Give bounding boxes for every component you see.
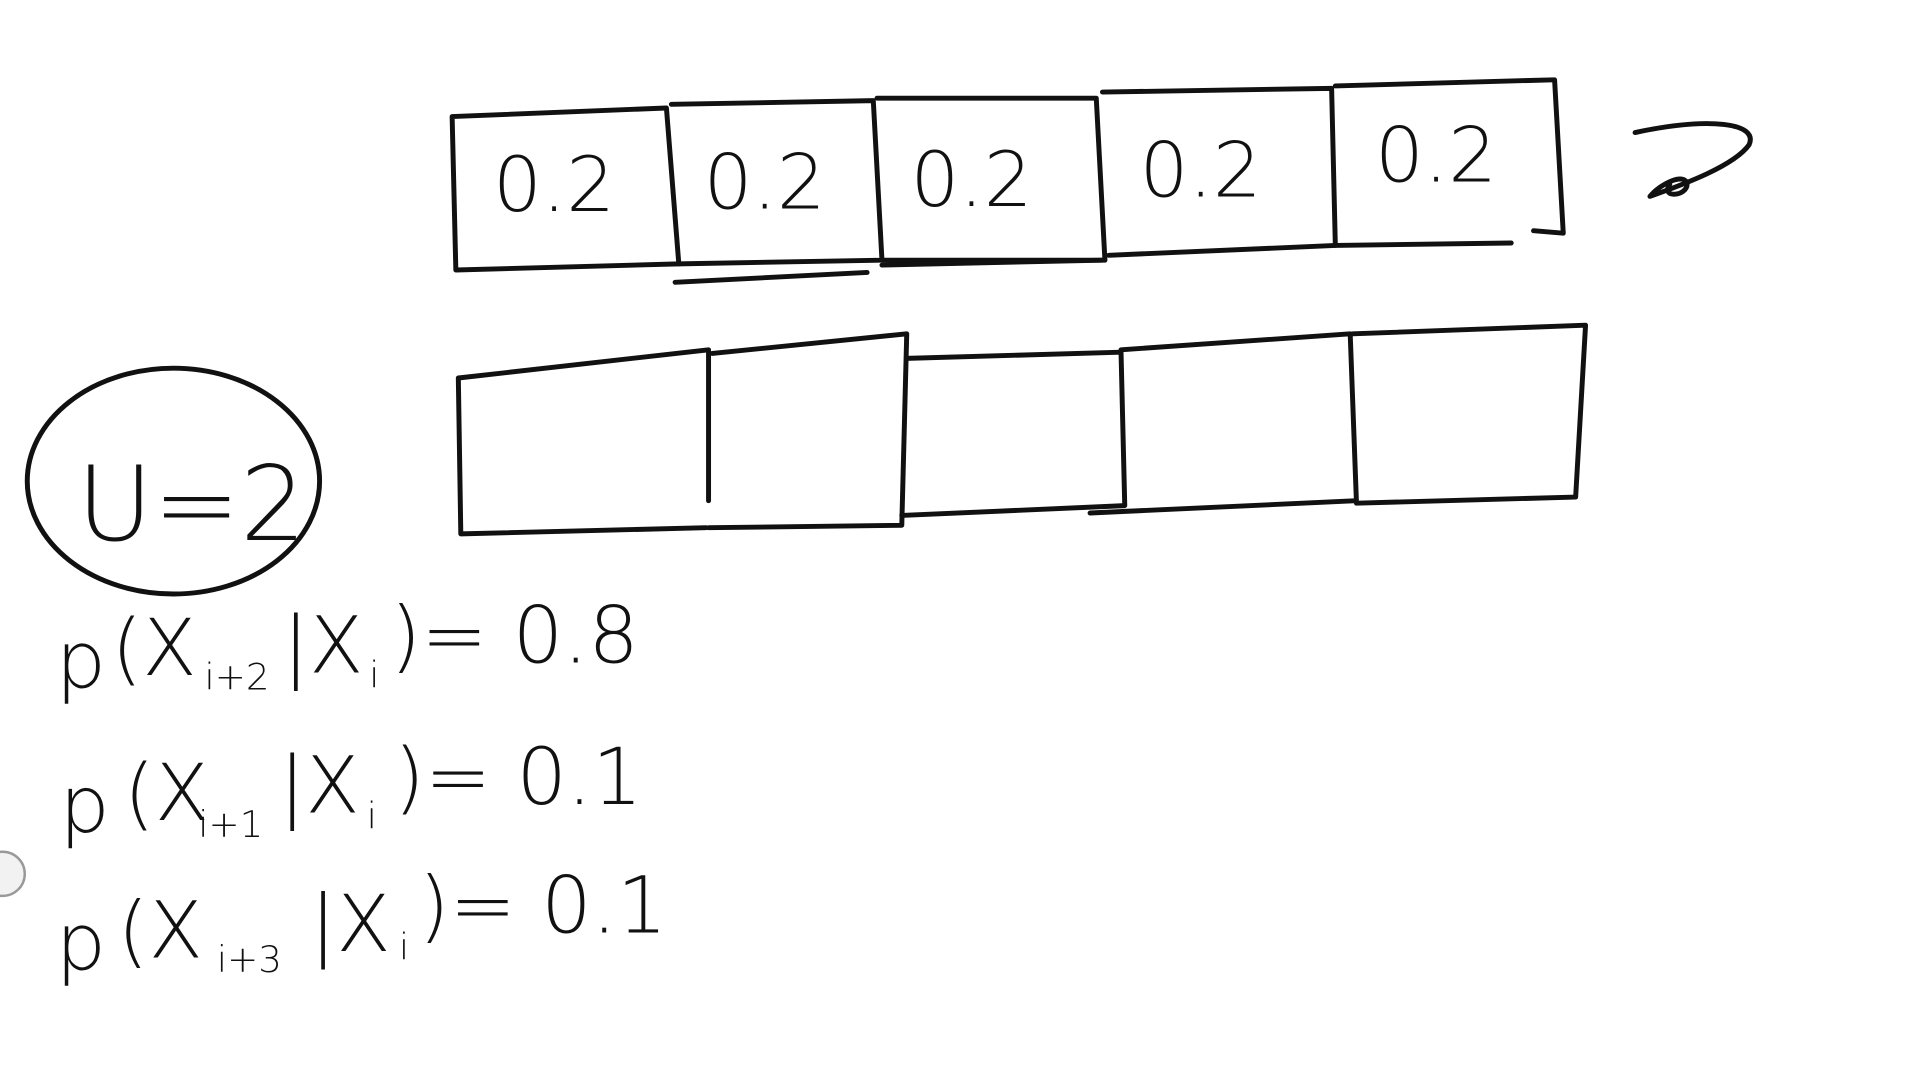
prior-underline — [672, 257, 1105, 285]
motion-label: U=2 — [77, 445, 307, 564]
prior-cell-value: 0.2 — [1375, 112, 1497, 201]
posterior-cell-box — [455, 347, 712, 537]
prior-cell-value: 0.2 — [1140, 127, 1262, 216]
prior-cell-box — [668, 98, 885, 267]
equation-subscript: i+3 — [217, 938, 282, 981]
equation-subscript: i+1 — [198, 803, 263, 846]
posterior-cell-box — [899, 349, 1128, 518]
equation-subscript: i — [367, 795, 377, 838]
pen-cursor-icon — [0, 850, 27, 898]
prior-cell-box — [1099, 85, 1338, 258]
equation-lhs: (X — [111, 602, 196, 694]
scribble-mark — [1632, 121, 1753, 199]
posterior-cell-box — [1350, 322, 1589, 506]
prior-cell-value: 0.2 — [704, 139, 826, 228]
prior-distribution-row: 0.2 0.2 0.2 0.2 0.2 — [449, 77, 1753, 285]
equation-subscript: i+2 — [204, 656, 269, 699]
prior-cell-box — [1332, 77, 1566, 248]
equation-p: p — [59, 759, 109, 851]
posterior-distribution-row — [455, 322, 1589, 537]
equation-p: p — [56, 615, 106, 707]
equation-given: |X — [282, 600, 363, 692]
equation-given: |X — [310, 878, 391, 970]
posterior-cell-box — [706, 331, 910, 531]
motion-command: U=2 — [24, 365, 323, 597]
equation-row: p (X i+2 |X i )= 0.8 — [56, 590, 639, 706]
prior-cell-value: 0.2 — [493, 141, 615, 230]
equation-subscript: i — [399, 926, 409, 969]
equation-value: )= 0.1 — [419, 860, 668, 952]
equation-subscript: i — [369, 653, 379, 696]
equation-row: p (X i+3 |X i )= 0.1 — [56, 860, 668, 988]
equation-value: )= 0.1 — [394, 731, 643, 823]
equation-row: p (X i+1 |X i )= 0.1 — [59, 731, 642, 851]
equation-value: )= 0.8 — [390, 590, 639, 682]
equation-lhs: (X — [118, 885, 203, 977]
equation-lhs: (X — [124, 747, 209, 839]
equation-p: p — [56, 897, 106, 989]
transition-equations: p (X i+2 |X i )= 0.8 p (X i+1 |X i )= 0.… — [56, 590, 668, 988]
prior-cell-value: 0.2 — [910, 137, 1032, 226]
posterior-cell-box — [1087, 331, 1359, 516]
motion-circle — [24, 365, 323, 597]
equation-given: |X — [279, 740, 360, 832]
